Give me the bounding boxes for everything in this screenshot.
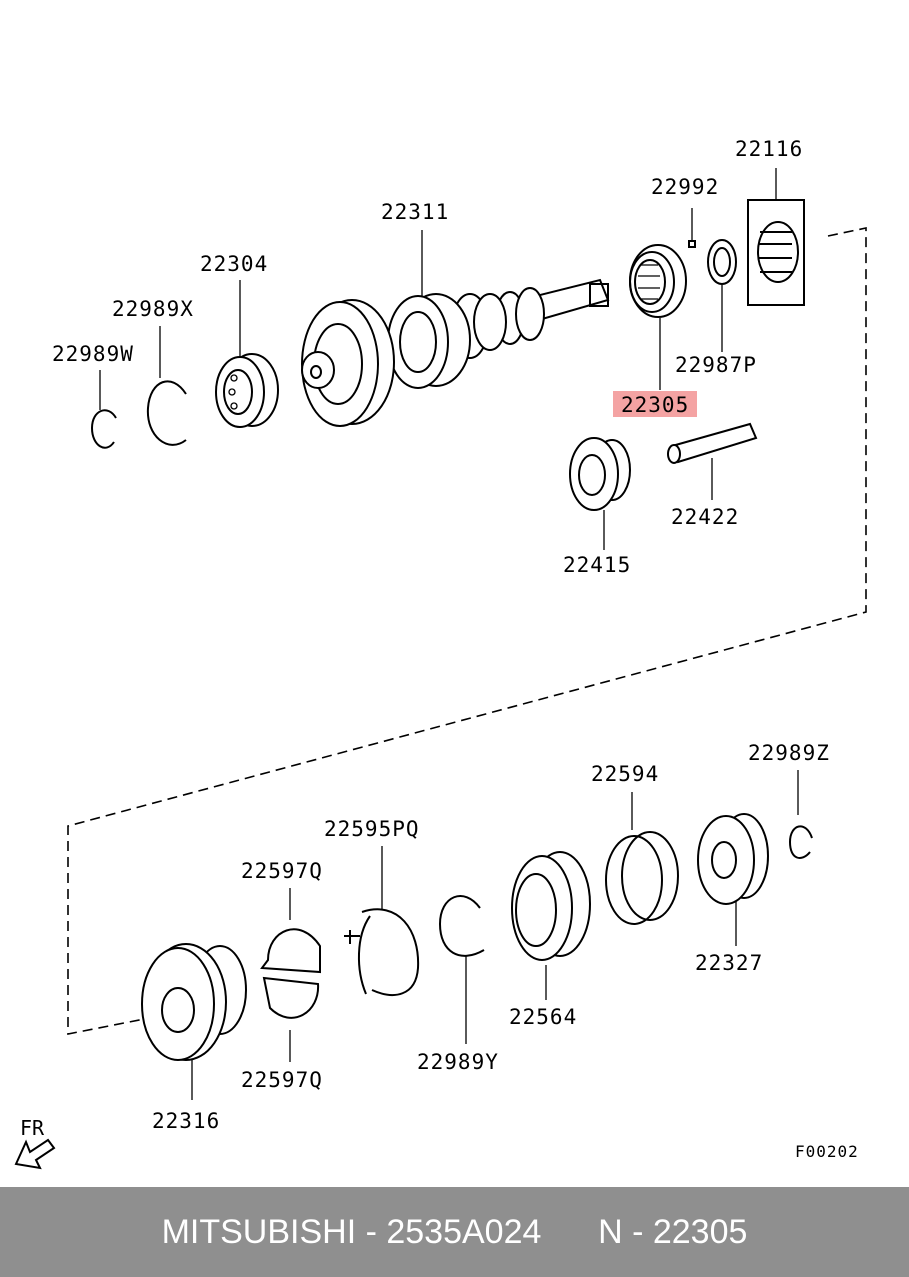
label-22987P: 22987P	[675, 353, 757, 377]
washer-22987P	[707, 239, 737, 285]
label-22316: 22316	[152, 1109, 221, 1133]
label-22311: 22311	[381, 200, 450, 224]
label-22992: 22992	[651, 175, 720, 199]
label-22989Y: 22989Y	[417, 1050, 499, 1074]
leader-lines	[99, 168, 799, 1100]
spring-ring-22595PQ	[344, 908, 420, 996]
gear-22316	[141, 943, 247, 1061]
footer-bar: MITSUBISHI - 2535A024 N - 22305	[0, 1187, 909, 1277]
needle-bearing-22116	[747, 199, 805, 306]
label-22595PQ: 22595PQ	[324, 817, 420, 841]
snap-ring-22989W	[90, 409, 117, 449]
snap-ring-22989Z	[788, 825, 813, 859]
label-22327: 22327	[695, 951, 764, 975]
synchro-ring-22594	[605, 831, 679, 925]
label-22304: 22304	[200, 252, 269, 276]
label-22597Q-top: 22597Q	[241, 859, 323, 883]
label-22116: 22116	[735, 137, 804, 161]
bearing-22305	[629, 244, 687, 318]
label-22305-highlighted: 22305	[613, 391, 698, 417]
snap-ring-22989Y	[438, 895, 485, 957]
label-22564: 22564	[509, 1005, 578, 1029]
footer-text: MITSUBISHI - 2535A024 N - 22305	[161, 1212, 748, 1251]
label-22594: 22594	[591, 762, 660, 786]
gear-22415	[569, 437, 631, 511]
fr-arrow-icon	[14, 1138, 56, 1170]
figure-code: F00202	[795, 1142, 859, 1161]
label-22597Q-bottom: 22597Q	[241, 1068, 323, 1092]
parts-diagram: 22116 22992 22311 22304 22989X 22989W 22…	[14, 137, 867, 1170]
label-22989Z: 22989Z	[748, 741, 830, 765]
direction-label: FR	[20, 1116, 45, 1140]
bearing-22304	[215, 353, 279, 428]
label-22989W: 22989W	[52, 342, 134, 366]
dashed-connector	[67, 227, 867, 1035]
sleeve-22564	[511, 851, 591, 961]
key-22992	[688, 240, 696, 248]
label-22422: 22422	[671, 505, 740, 529]
shaft-22311	[301, 278, 610, 427]
pin-22422	[667, 422, 758, 464]
hub-22327	[697, 813, 769, 905]
label-22989X: 22989X	[112, 297, 194, 321]
label-22415: 22415	[563, 553, 632, 577]
snap-ring-22989X	[146, 380, 187, 446]
thrust-halves-22597Q	[260, 928, 321, 1019]
diagram-drawing	[14, 168, 867, 1170]
